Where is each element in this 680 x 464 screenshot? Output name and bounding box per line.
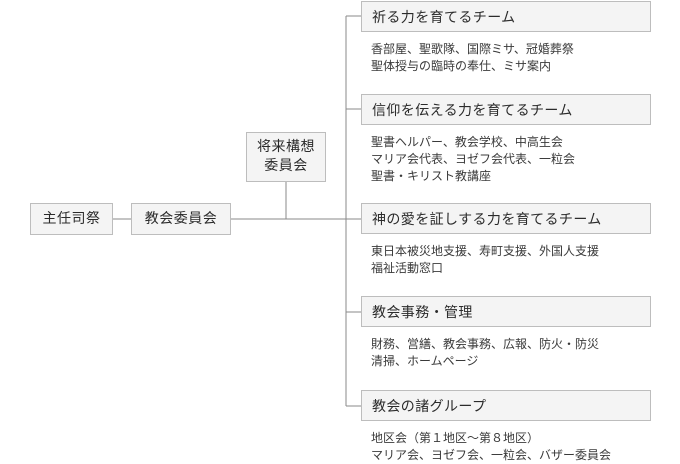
- team-description: 聖書ヘルパー、教会学校、中高生会 マリア会代表、ヨゼフ会代表、一粒会 聖書・キリ…: [371, 134, 671, 185]
- team-box-love: 神の愛を証しする力を育てるチーム: [361, 203, 651, 234]
- team-description-line: マリア会、ヨゼフ会、一粒会、バザー委員会: [371, 448, 612, 462]
- team-description-line: 東日本被災地支援、寿町支援、外国人支援: [371, 244, 600, 258]
- team-description-line: マリア会代表、ヨゼフ会代表、一粒会: [371, 152, 576, 166]
- pastor-box: 主任司祭: [30, 203, 113, 235]
- team-description-line: 聖書・キリスト教講座: [371, 169, 492, 183]
- team-title: 教会の諸グループ: [372, 398, 487, 415]
- team-description-line: 財務、営繕、教会事務、広報、防火・防災: [371, 337, 600, 351]
- team-title: 神の愛を証しする力を育てるチーム: [372, 211, 602, 228]
- team-box-groups: 教会の諸グループ: [361, 390, 651, 421]
- team-description-line: 地区会（第１地区〜第８地区）: [371, 431, 540, 445]
- council-box: 教会委員会: [131, 203, 231, 235]
- team-title: 祈る力を育てるチーム: [372, 9, 516, 26]
- team-description-line: 福祉活動窓口: [371, 261, 444, 275]
- team-description: 財務、営繕、教会事務、広報、防火・防災 清掃、ホームページ: [371, 336, 671, 370]
- team-title: 信仰を伝える力を育てるチーム: [372, 102, 573, 119]
- team-description: 香部屋、聖歌隊、国際ミサ、冠婚葬祭 聖体授与の臨時の奉仕、ミサ案内: [371, 41, 671, 75]
- team-description: 地区会（第１地区〜第８地区） マリア会、ヨゼフ会、一粒会、バザー委員会: [371, 430, 671, 464]
- team-description-line: 香部屋、聖歌隊、国際ミサ、冠婚葬祭: [371, 42, 574, 56]
- team-description: 東日本被災地支援、寿町支援、外国人支援 福祉活動窓口: [371, 243, 671, 277]
- pastor-label: 主任司祭: [42, 210, 101, 227]
- team-title: 教会事務・管理: [372, 304, 473, 321]
- team-box-prayer: 祈る力を育てるチーム: [361, 1, 651, 32]
- future-committee-label: 将来構想 委員会: [257, 139, 315, 174]
- team-box-faith: 信仰を伝える力を育てるチーム: [361, 94, 651, 125]
- team-description-line: 聖書ヘルパー、教会学校、中高生会: [371, 135, 563, 149]
- team-description-line: 聖体授与の臨時の奉仕、ミサ案内: [371, 59, 552, 73]
- future-committee-box: 将来構想 委員会: [246, 132, 326, 182]
- council-label: 教会委員会: [144, 210, 218, 227]
- team-description-line: 清掃、ホームページ: [371, 354, 479, 368]
- team-box-admin: 教会事務・管理: [361, 296, 651, 327]
